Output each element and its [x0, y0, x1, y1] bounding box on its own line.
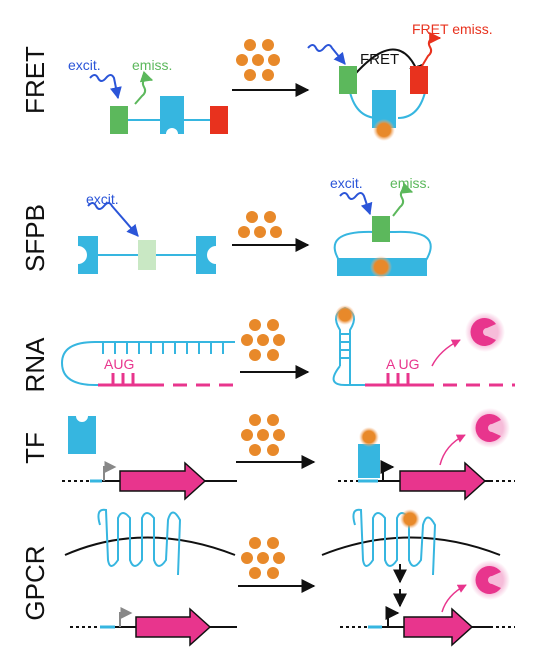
- excitation-squiggle-sfpb: [87, 202, 139, 237]
- tf-unbound: [62, 416, 240, 501]
- expression-arrow-tf: [439, 434, 466, 466]
- fret-unbound-sensor: excit. emiss.: [68, 57, 228, 134]
- sfpb-unbound-sensor: excit.: [78, 191, 216, 274]
- row-label-sfpb: SFPB: [20, 204, 50, 272]
- emission-squiggle-sfpb: [392, 182, 414, 217]
- ligand-cluster-tf: [241, 414, 285, 456]
- promoter-off-gpcr: [119, 607, 133, 627]
- translation-arrow: [431, 339, 461, 367]
- row-label-tf: TF: [20, 432, 50, 464]
- emission-squiggle: [134, 70, 154, 105]
- excit-label: excit.: [68, 57, 101, 73]
- membrane: [64, 536, 236, 556]
- riboswitch-bound: A UG: [332, 305, 515, 387]
- ligand-cluster-rna: [241, 319, 285, 361]
- bound-ligand: [373, 119, 395, 141]
- gpcr-unbound: [64, 508, 240, 647]
- binding-domain: [160, 96, 184, 134]
- bound-ligand-rna: [335, 305, 355, 325]
- excitation-squiggle: [89, 74, 122, 100]
- protein-icon-gpcr: [470, 560, 510, 600]
- transcription-factor: [68, 416, 96, 454]
- aug-label: AUG: [104, 356, 134, 372]
- bound-ligand-sfpb: [370, 256, 392, 278]
- split-fluorophore-bright: [372, 216, 390, 242]
- protein-icon-rna: [465, 312, 505, 352]
- transcription-factor-bound: [358, 444, 380, 478]
- binding-half-left: [78, 236, 98, 274]
- ligand-cluster: [236, 39, 280, 81]
- acceptor-fluorophore: [210, 106, 228, 134]
- ligand-cluster-sfpb: [238, 211, 282, 238]
- gene-gpcr: [135, 607, 212, 647]
- aug-label-bound: A UG: [386, 356, 419, 372]
- gene-expressed: [399, 461, 487, 501]
- fret-emission-squiggle: [421, 32, 442, 67]
- excit-label-sfpb-bound: excit.: [330, 175, 363, 191]
- ligand-cluster-gpcr: [241, 537, 285, 579]
- riboswitch-unbound: AUG: [60, 341, 235, 387]
- sfpb-bound-sensor: excit. emiss.: [330, 175, 432, 278]
- binding-half-right: [196, 236, 216, 274]
- gene: [119, 461, 207, 501]
- membrane-bound: [321, 536, 501, 556]
- excitation-squiggle-sfpb-bound: [339, 192, 373, 216]
- row-label-gpcr: GPCR: [20, 545, 50, 620]
- bound-ligand-gpcr: [400, 509, 420, 529]
- emiss-label: emiss.: [132, 57, 172, 73]
- donor-fluorophore-bound: [339, 66, 357, 94]
- fret-bound-sensor: FRET FRET emiss.: [307, 21, 493, 141]
- excitation-squiggle-bound: [307, 44, 346, 65]
- gpcr-bound: [321, 508, 515, 647]
- acceptor-fluorophore-bound: [410, 66, 428, 94]
- promoter-on: [380, 460, 395, 481]
- expression-arrow-gpcr: [441, 584, 467, 613]
- excit-label-sfpb: excit.: [86, 191, 119, 207]
- donor-fluorophore: [110, 106, 128, 134]
- emiss-label-sfpb: emiss.: [390, 175, 430, 191]
- row-label-fret: FRET: [20, 46, 50, 114]
- promoter-off: [103, 461, 117, 481]
- fret-center-label: FRET: [360, 51, 399, 68]
- gpcr-receptor-bound: [352, 508, 437, 576]
- gpcr-receptor: [97, 508, 182, 576]
- fret-emiss-label: FRET emiss.: [412, 21, 493, 37]
- tf-bound: [338, 427, 515, 501]
- gene-expressed-gpcr: [403, 607, 474, 647]
- row-label-rna: RNA: [20, 337, 50, 393]
- promoter-on-gpcr: [385, 606, 400, 627]
- protein-icon-tf: [470, 408, 510, 448]
- bound-ligand-tf: [359, 427, 379, 447]
- split-fluorophore-dim: [138, 240, 156, 270]
